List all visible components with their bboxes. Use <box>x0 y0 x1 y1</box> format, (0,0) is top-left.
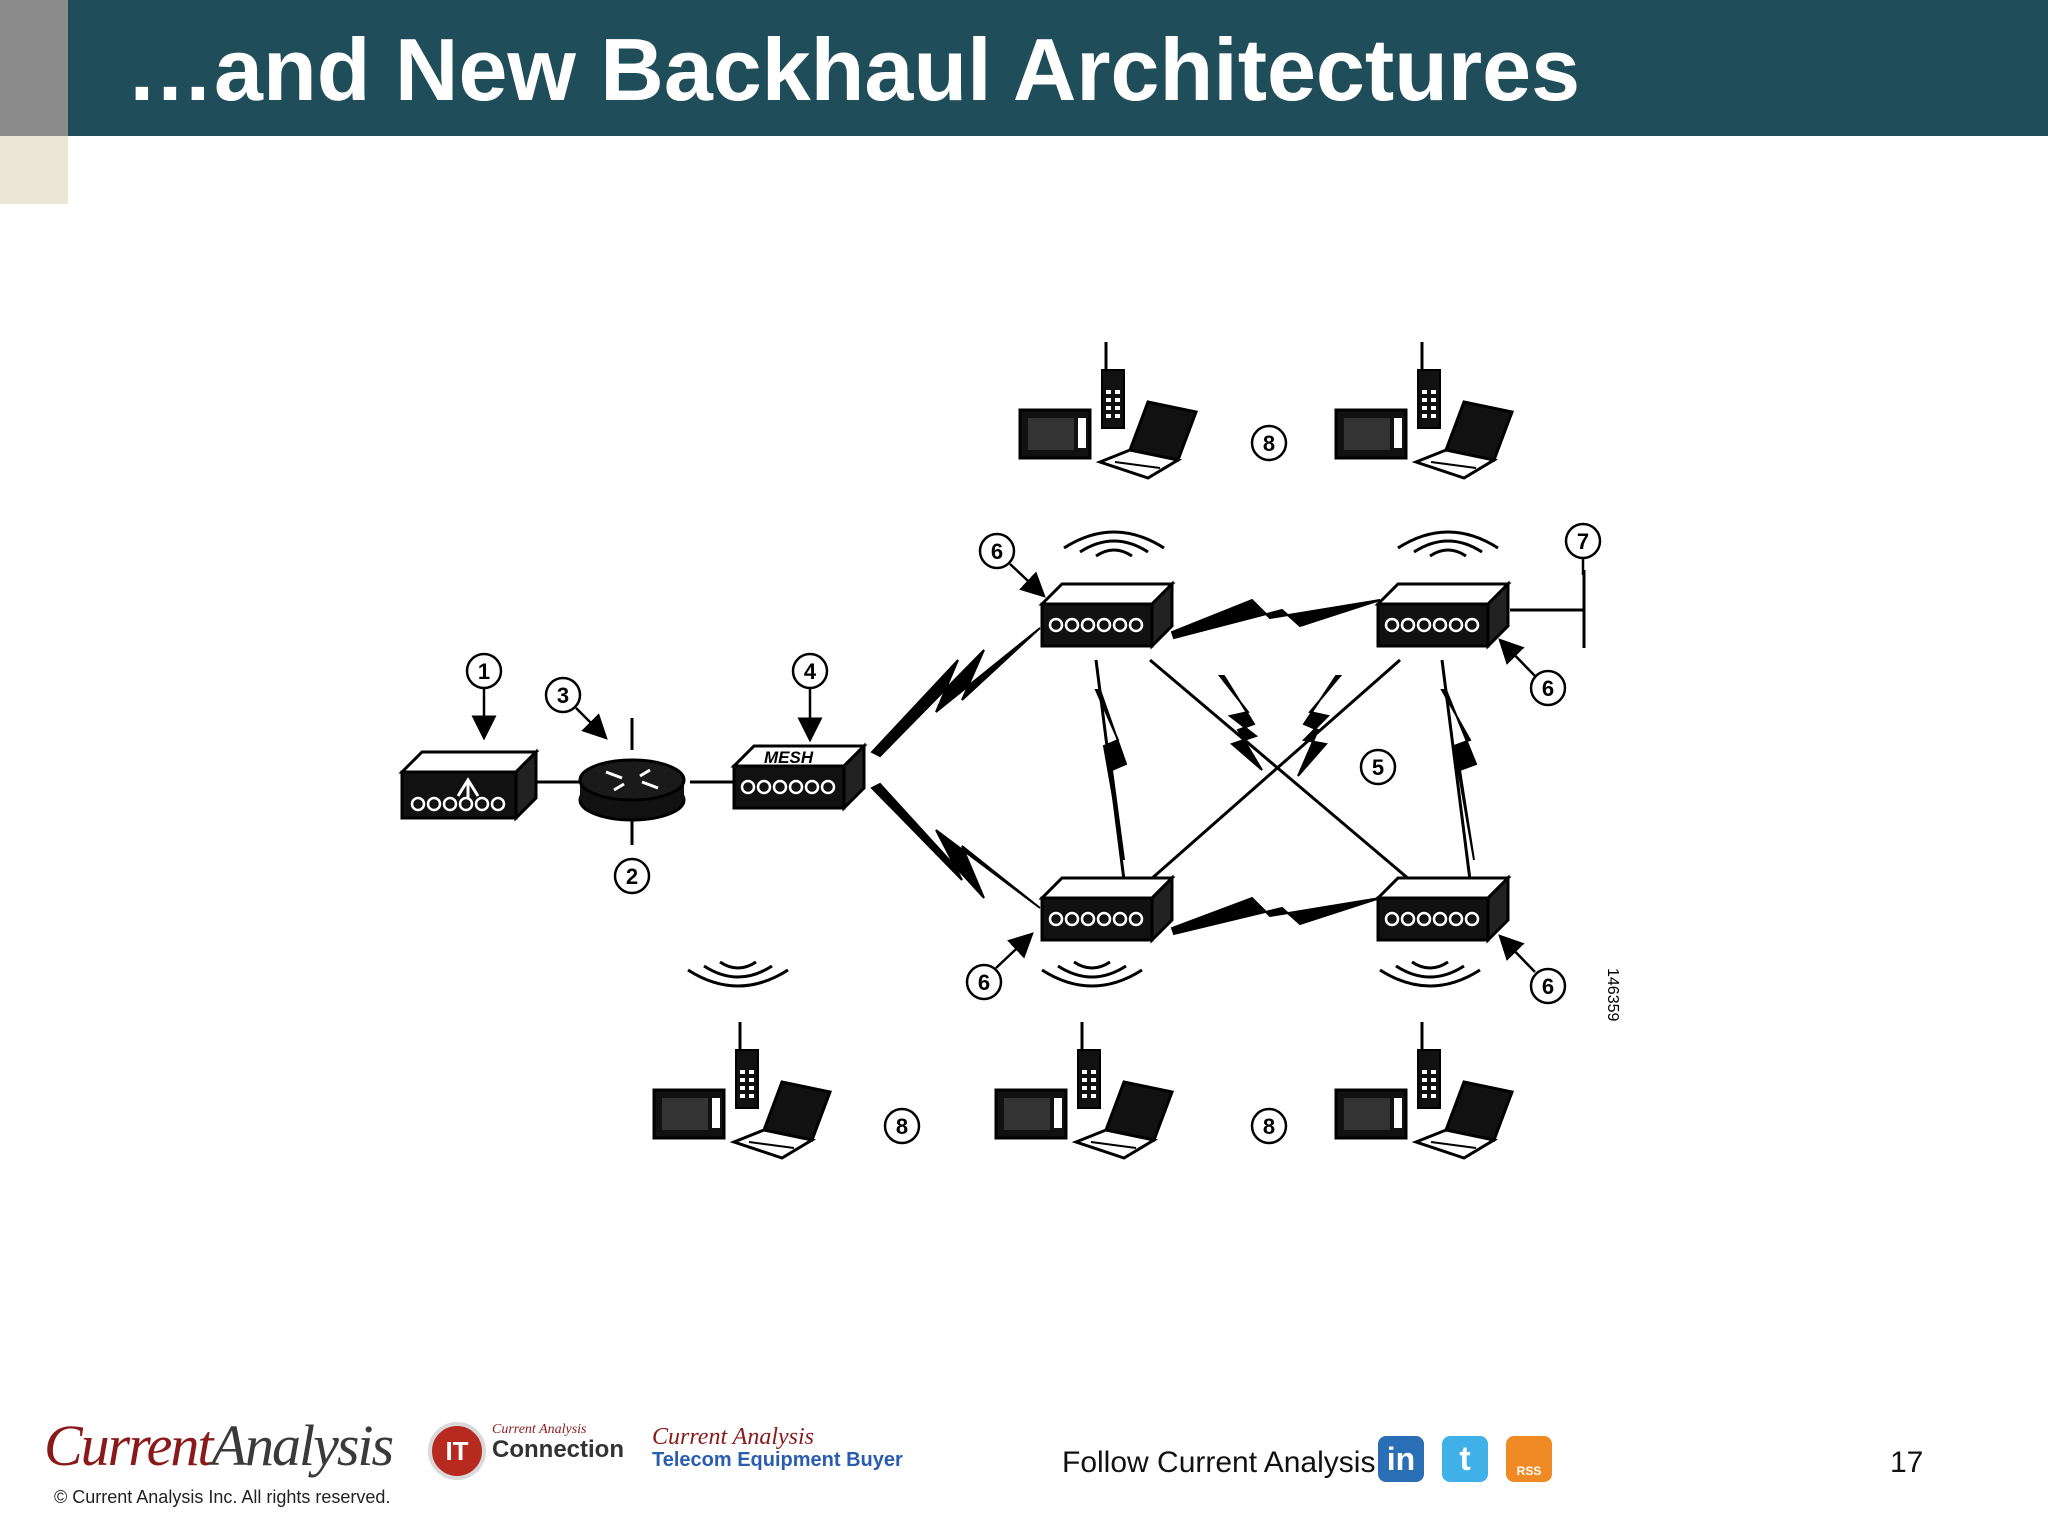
svg-text:6: 6 <box>978 970 990 995</box>
mesh-label: MESH <box>1072 586 1122 605</box>
callout-1: 1 <box>465 652 503 741</box>
client-devices-icon <box>1018 340 1198 480</box>
wireless-waves-icon <box>1040 960 1144 988</box>
client-devices-icon <box>994 1020 1174 1160</box>
svg-text:4: 4 <box>804 659 817 684</box>
callout-7: 7 <box>1564 522 1602 575</box>
callout-4: 4 <box>791 652 829 743</box>
callout-6-bottom-left: 6 <box>965 932 1034 1001</box>
page-number: 17 <box>1890 1446 1924 1479</box>
client-devices-icon <box>1334 1020 1514 1160</box>
figure-id: 146359 <box>1604 968 1621 1021</box>
svg-text:5: 5 <box>1372 755 1384 780</box>
it-logo-small: Current Analysis <box>492 1422 587 1437</box>
callout-6-top-right: 6 <box>1498 638 1567 707</box>
copyright: © Current Analysis Inc. All rights reser… <box>54 1487 391 1507</box>
rss-icon[interactable]: RSS <box>1506 1436 1552 1482</box>
mesh-ap-top-right: MESH <box>1376 582 1510 648</box>
switch-device <box>398 748 540 822</box>
wireless-waves-icon <box>686 960 790 988</box>
corner-beige-block <box>0 136 68 204</box>
logo-part2: Analysis <box>211 1413 395 1478</box>
slide-title: …and New Backhaul Architectures <box>126 20 1581 119</box>
callout-6-top-left: 6 <box>978 532 1046 598</box>
callout-6-bottom-right: 6 <box>1498 934 1567 1005</box>
callouts: 1 2 3 4 5 6 6 <box>465 424 1602 1145</box>
follow-text: Follow Current Analysis <box>1062 1446 1376 1479</box>
title-bar: …and New Backhaul Architectures <box>68 0 2048 136</box>
mesh-label: MESH <box>1072 880 1122 899</box>
wireless-waves-icon <box>1062 530 1166 558</box>
mesh-label: MESH <box>1408 880 1458 899</box>
telecom-equipment-buyer-logo[interactable]: Current Analysis Telecom Equipment Buyer <box>652 1424 903 1472</box>
callout-8-top: 8 <box>1250 424 1288 462</box>
linkedin-icon[interactable]: in <box>1378 1436 1424 1482</box>
it-badge-icon: IT <box>428 1422 486 1480</box>
svg-text:8: 8 <box>1263 431 1275 456</box>
svg-text:1: 1 <box>478 659 490 684</box>
wireless-waves-icon <box>1378 960 1482 988</box>
root-mesh-ap: MESH <box>732 744 866 810</box>
svg-text:8: 8 <box>896 1114 908 1139</box>
callout-8-bottom-left: 8 <box>883 1107 921 1145</box>
svg-text:8: 8 <box>1263 1114 1275 1139</box>
callout-3: 3 <box>544 676 608 740</box>
svg-text:6: 6 <box>1542 974 1554 999</box>
callout-5: 5 <box>1359 748 1397 786</box>
corner-gray-block <box>0 0 68 136</box>
svg-text:6: 6 <box>991 539 1003 564</box>
svg-text:6: 6 <box>1542 676 1554 701</box>
mesh-label: MESH <box>764 748 814 767</box>
it-logo-big: Connection <box>492 1436 624 1463</box>
router-device <box>578 758 686 822</box>
teb-logo-small: Current Analysis <box>652 1424 815 1450</box>
logo-part1: Current <box>44 1413 214 1478</box>
mesh-ap-bottom-left: MESH <box>1040 876 1174 942</box>
client-devices-icon <box>652 1020 832 1160</box>
client-devices-icon <box>1334 340 1514 480</box>
svg-text:3: 3 <box>557 683 569 708</box>
mesh-label: MESH <box>1408 586 1458 605</box>
callout-8-bottom-right: 8 <box>1250 1107 1288 1145</box>
svg-text:7: 7 <box>1577 529 1589 554</box>
wireless-waves-icon <box>1396 530 1500 558</box>
teb-logo-big: Telecom Equipment Buyer <box>652 1449 903 1471</box>
twitter-icon[interactable]: t <box>1442 1436 1488 1482</box>
mesh-ap-top-left: MESH <box>1040 582 1174 648</box>
backhaul-mesh-diagram: MESH MESH MESH MESH MESH 1 2 <box>398 340 1621 1160</box>
current-analysis-logo[interactable]: CurrentAnalysis <box>44 1412 395 1479</box>
callout-2: 2 <box>613 857 651 895</box>
svg-text:2: 2 <box>626 864 638 889</box>
mesh-ap-bottom-right: MESH <box>1376 876 1510 942</box>
